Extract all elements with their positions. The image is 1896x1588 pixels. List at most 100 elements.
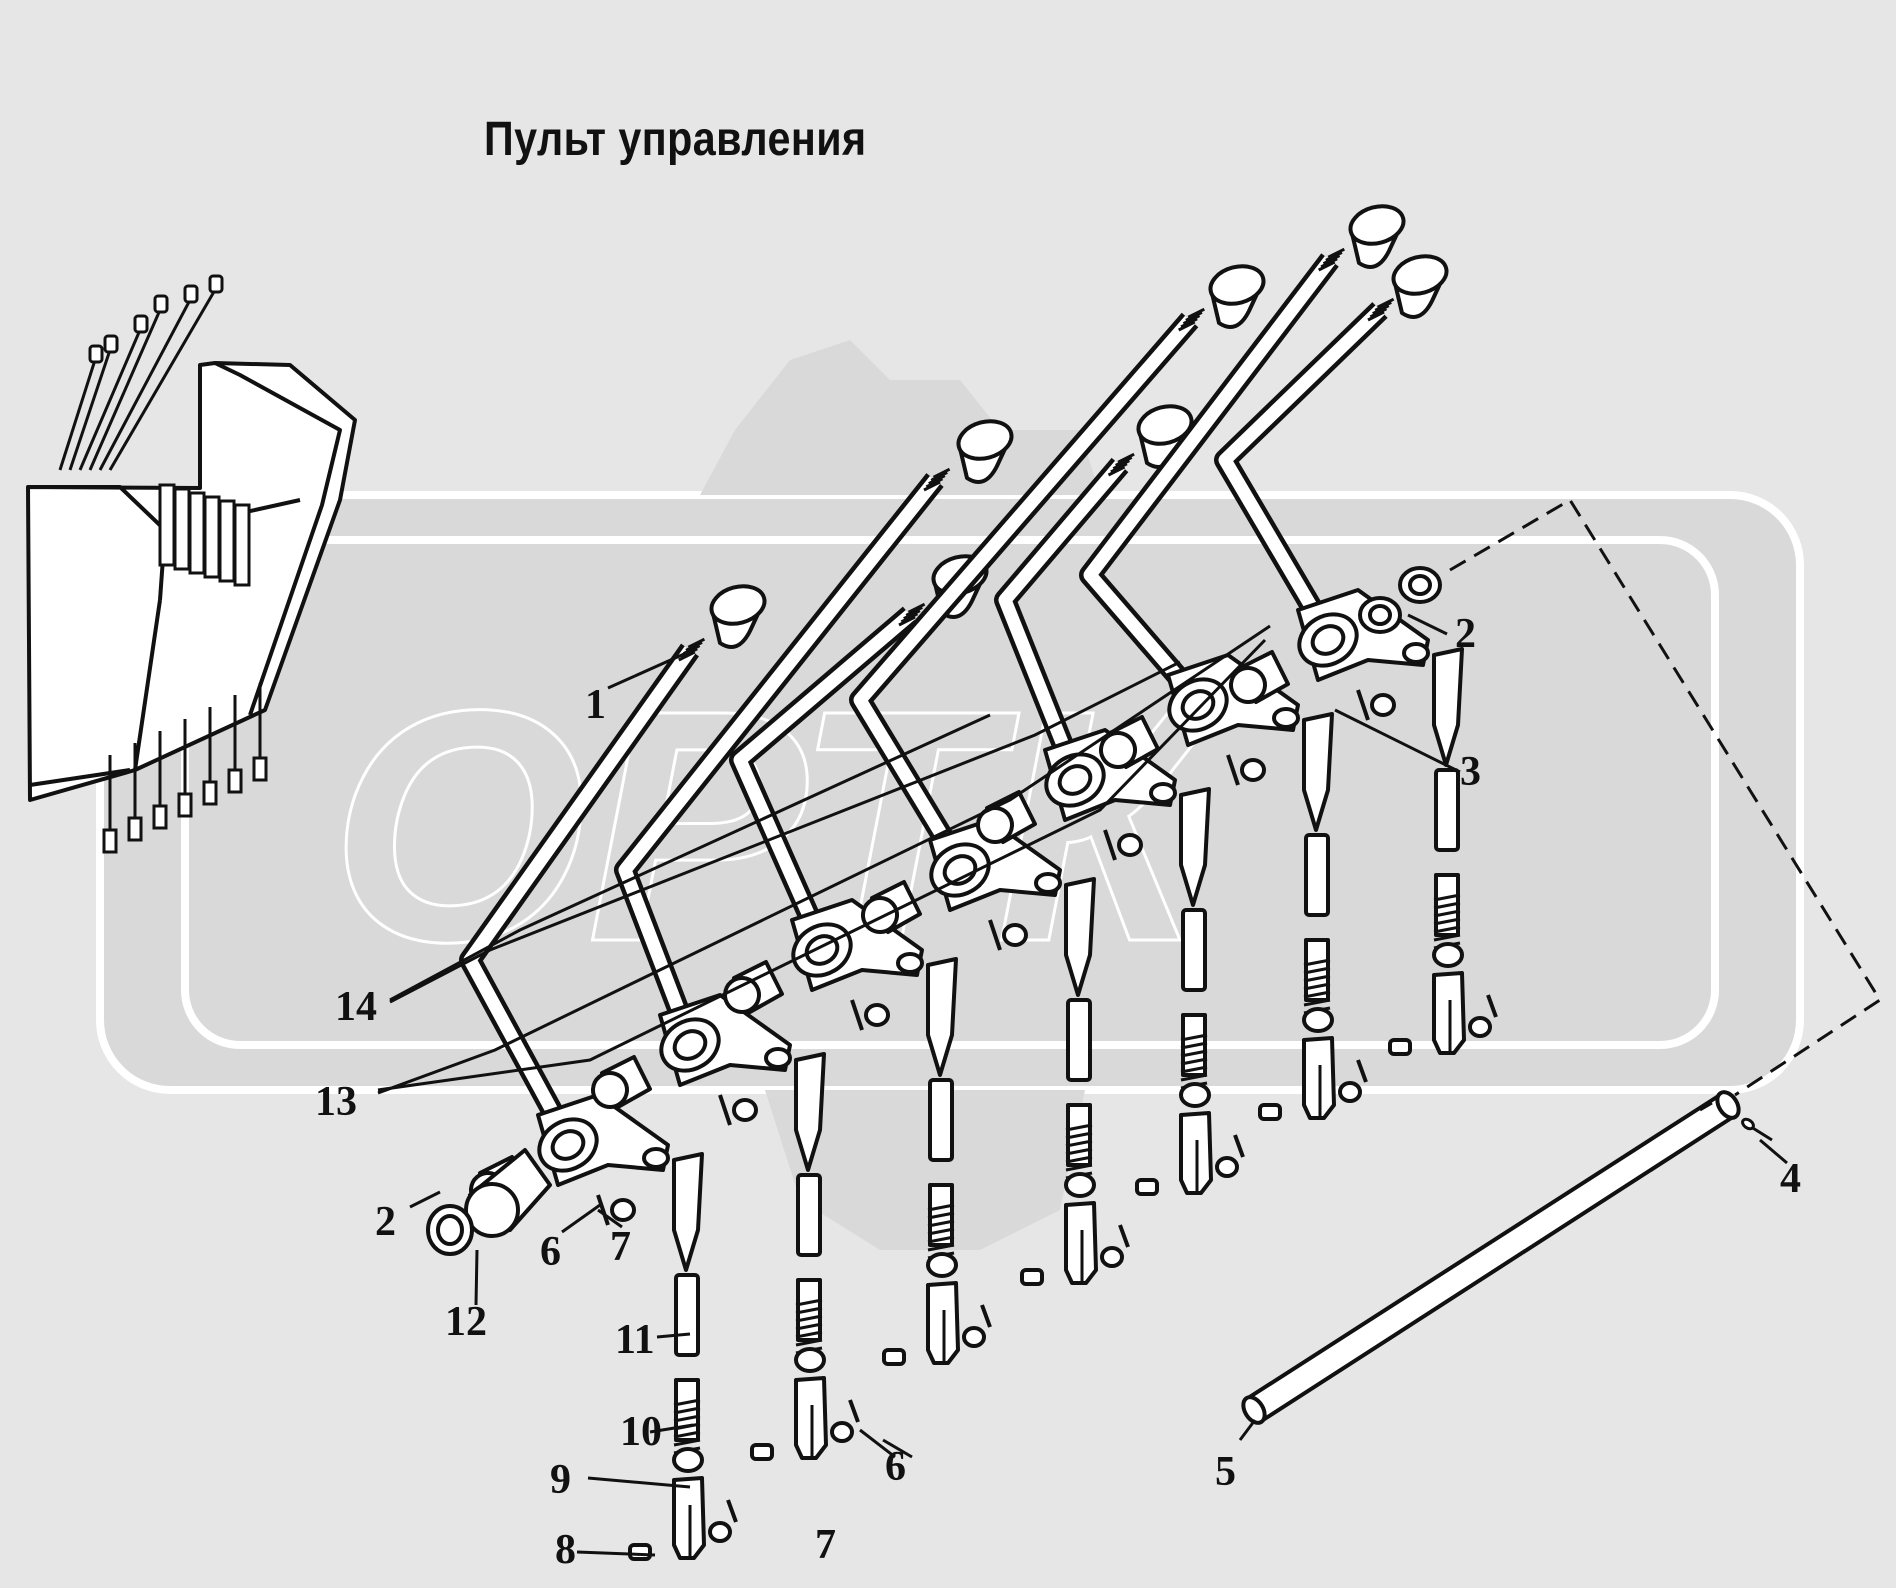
clevis-washer	[1468, 1016, 1492, 1038]
hub-bore	[550, 1129, 586, 1161]
lever-thread	[1182, 314, 1201, 325]
callout-1: 1	[585, 682, 606, 728]
lever-knob-top	[1208, 264, 1266, 306]
washer-2-right-2	[1358, 596, 1402, 634]
housing-bracket	[188, 491, 206, 575]
hub-bore	[1057, 764, 1093, 796]
lever-knob-top	[1391, 254, 1449, 296]
rod-thread	[673, 1430, 701, 1439]
cotter-pin	[1226, 754, 1240, 786]
rod-fork	[672, 1152, 704, 1272]
lever-thread	[1318, 260, 1336, 272]
clevis-pin	[628, 1543, 652, 1561]
callout-4: 4	[1780, 1156, 1801, 1202]
rod-fork	[1302, 712, 1334, 832]
clevis-cotter	[1356, 1059, 1368, 1083]
housing-lever-knob	[103, 334, 119, 354]
lever-thread	[1320, 257, 1338, 269]
cotter-pin	[1103, 829, 1117, 861]
lock-nut	[926, 1252, 958, 1278]
clevis-pin	[1388, 1038, 1412, 1056]
rod-thread	[1180, 1033, 1208, 1042]
housing-bracket	[203, 495, 221, 579]
linkage-rod-5	[1135, 787, 1245, 1196]
rod-thread	[795, 1314, 823, 1323]
rod-tube	[674, 1273, 700, 1357]
lock-nut	[672, 1447, 704, 1473]
callout-12: 12	[445, 1299, 487, 1345]
rod-thread	[1065, 1147, 1093, 1156]
washer-2-right-bore	[1408, 574, 1432, 596]
washer-2-right-1	[1398, 566, 1442, 604]
washer	[1117, 833, 1143, 857]
leader-lines	[377, 613, 1788, 1557]
diagram-title: Пульт управления	[484, 113, 867, 166]
end-fitting-12	[426, 566, 1442, 1256]
housing-lever-knob	[133, 314, 149, 334]
bushing-face	[591, 1071, 629, 1109]
clevis-cotter	[1233, 1134, 1245, 1158]
housing-lever	[58, 359, 97, 471]
pivot-2	[591, 993, 792, 1126]
rod-thread	[1433, 933, 1461, 942]
rod-thread	[1065, 1123, 1093, 1132]
rod-tube	[928, 1078, 954, 1162]
housing-lever-knob	[183, 284, 199, 304]
rod-thread	[1303, 974, 1331, 983]
rod-thread	[1180, 1041, 1208, 1050]
lever-thread	[1185, 311, 1203, 322]
callout-6: 6	[540, 1229, 561, 1275]
rod-thread	[673, 1406, 701, 1415]
lever-thread	[687, 637, 706, 649]
rod-thread	[927, 1235, 955, 1244]
linkage-rod-6	[1258, 712, 1368, 1121]
arm-hole	[764, 1047, 792, 1069]
rod-fork	[1179, 787, 1211, 907]
housing-rod-end	[202, 780, 218, 806]
pivot-assembly	[426, 566, 1442, 1256]
clevis-pin	[1020, 1268, 1044, 1286]
clevis-pin	[750, 1443, 774, 1461]
rod-thread	[1065, 1131, 1093, 1140]
rod-tube	[796, 1173, 822, 1257]
rod-thread	[1065, 1163, 1093, 1172]
lever-thread	[1376, 297, 1395, 309]
lever-thread	[925, 477, 944, 489]
clevis-washer	[1215, 1156, 1239, 1178]
callout-2: 2	[375, 1199, 396, 1245]
rod-thread	[1180, 1049, 1208, 1058]
washer	[864, 1003, 890, 1027]
bushing-face	[723, 976, 761, 1014]
lever-7	[1214, 254, 1449, 641]
lock-nut	[1432, 942, 1464, 968]
lever-rod-fill	[618, 475, 941, 1043]
housing-bracket	[173, 487, 191, 571]
lever-thread	[932, 467, 951, 479]
bushing-face	[1099, 731, 1137, 769]
housing-levers	[58, 274, 268, 854]
washer-2-right-bore	[1368, 604, 1392, 626]
linkage-rod-4	[1020, 877, 1130, 1286]
lever-rod-fill	[998, 460, 1125, 778]
clevis-pin	[882, 1348, 906, 1366]
lever-thread	[685, 641, 703, 652]
rod-thread	[673, 1414, 701, 1423]
lever-thread	[1110, 462, 1128, 474]
lever-thread	[1178, 320, 1196, 332]
lever-thread	[1367, 310, 1385, 322]
hub-bore	[942, 854, 978, 886]
lever-4	[849, 264, 1266, 871]
cotter-pin	[596, 1194, 610, 1226]
lever-knob-top	[1136, 404, 1194, 446]
lever-thread	[1115, 456, 1133, 467]
callout-3: 3	[1460, 749, 1481, 795]
pivot-1	[469, 1093, 670, 1226]
cotter-pin	[988, 919, 1002, 951]
housing-lever	[88, 309, 162, 471]
lever-thread	[1107, 465, 1126, 477]
lock-nut	[1179, 1082, 1211, 1108]
housing-lever-knob	[153, 294, 169, 314]
rod-thread	[1180, 1057, 1208, 1066]
housing-lever-knob	[208, 274, 224, 294]
